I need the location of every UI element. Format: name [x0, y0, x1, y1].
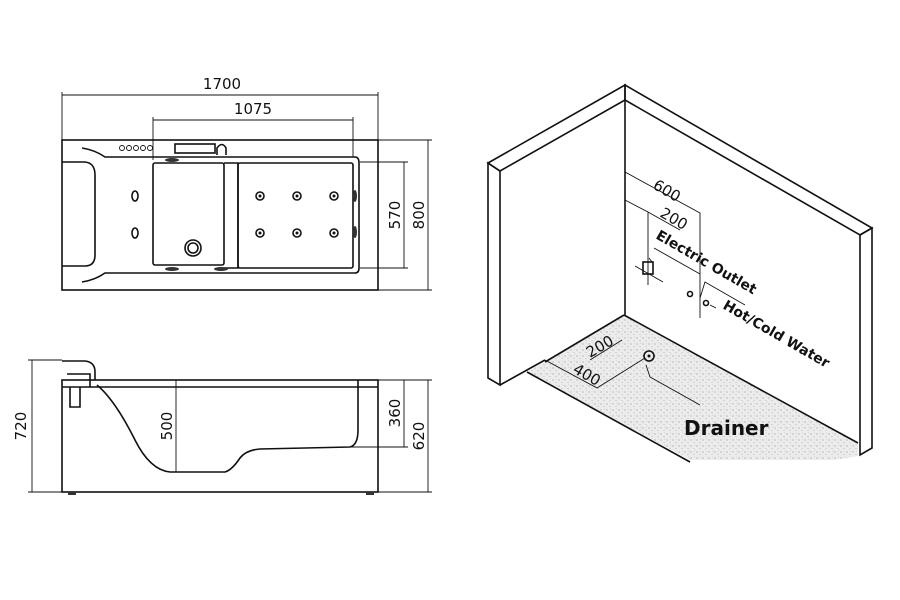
- left-wall-front: [487, 161, 501, 387]
- seat-area: [152, 162, 225, 266]
- control-display: [174, 143, 216, 154]
- cold-water-icon: [702, 299, 710, 307]
- dim-570: 570: [386, 201, 404, 230]
- top-view: 1700 1075 570 800: [61, 75, 432, 291]
- dim-500: 500: [158, 412, 176, 441]
- tub-outline: [61, 139, 379, 291]
- hot-cold-water-label: Hot/Cold Water: [720, 298, 832, 372]
- bath-area: [237, 162, 354, 269]
- dim-1075: 1075: [234, 100, 272, 118]
- dim-800: 800: [410, 201, 428, 230]
- pillow-icon: [67, 373, 91, 408]
- drainer-label: Drainer: [684, 416, 769, 440]
- dim-720: 720: [12, 412, 30, 441]
- hot-water-icon: [686, 290, 694, 298]
- electric-outlet-label: Electric Outlet: [653, 228, 759, 299]
- basin-profile: [96, 380, 359, 473]
- tub-side-outline: [61, 379, 379, 493]
- control-buttons: [119, 145, 153, 151]
- headrest: [62, 161, 96, 267]
- headrest-side: [62, 360, 96, 380]
- side-view: 720 500 360 620: [12, 359, 432, 495]
- installation-view: 600 200 Electric Outlet Hot/Cold Water 2…: [486, 83, 874, 463]
- right-wall-front: [859, 226, 873, 457]
- dim-1700: 1700: [203, 75, 241, 93]
- drainer-icon: [643, 350, 655, 362]
- drain-icon: [184, 239, 202, 257]
- electric-outlet-icon: [642, 261, 654, 275]
- dim-360: 360: [386, 399, 404, 428]
- faucet-icon: [216, 143, 227, 155]
- dim-620: 620: [410, 422, 428, 451]
- floor: [527, 315, 858, 460]
- left-wall-top: [486, 83, 626, 172]
- seat-step: [224, 162, 239, 269]
- jets: [131, 158, 357, 271]
- basin-rim: [81, 147, 360, 283]
